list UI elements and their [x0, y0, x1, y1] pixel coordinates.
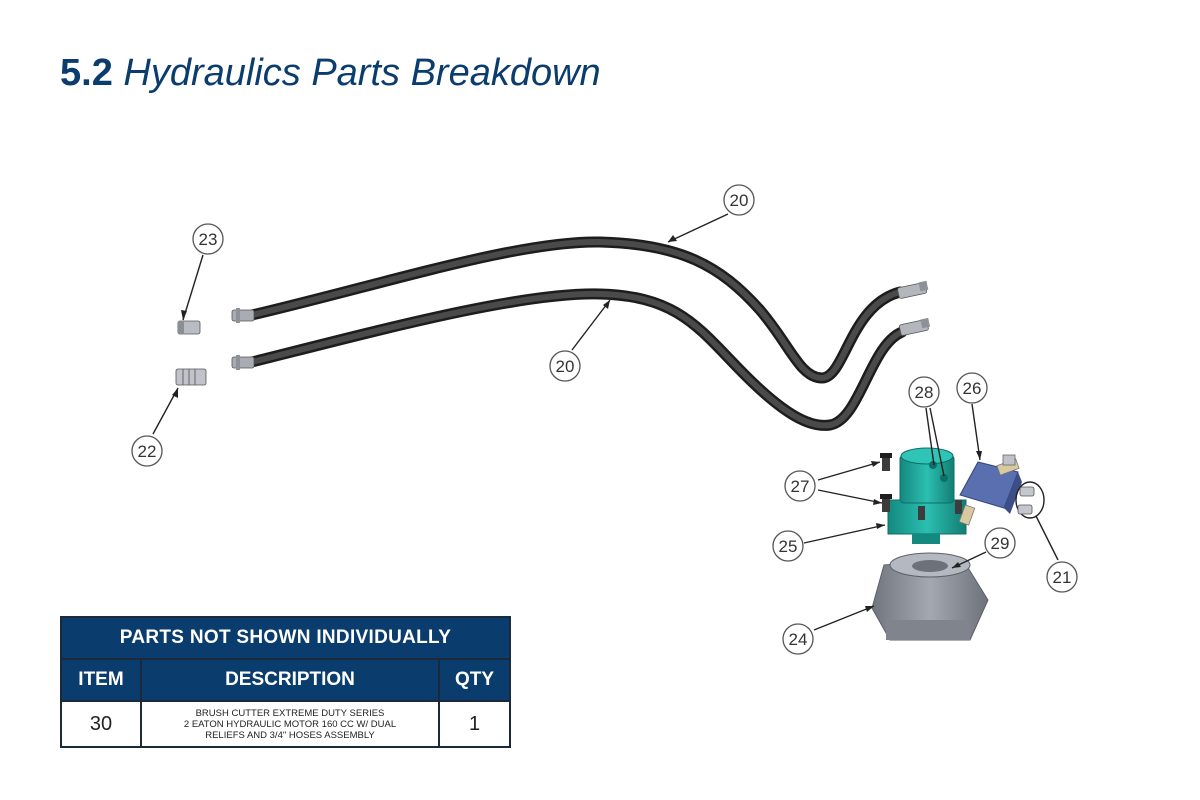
callout-23: 23: [192, 223, 224, 255]
item-number-cell: 30: [60, 700, 142, 748]
section-number: 5.2: [60, 52, 113, 94]
relief-valve-26: [958, 454, 1022, 526]
callout-27: 27: [784, 470, 816, 502]
hose-end-fitting-lower-right: [899, 317, 931, 336]
callout-26: 26: [956, 372, 988, 404]
column-header-qty: QTY: [438, 658, 511, 702]
svg-text:28: 28: [915, 383, 934, 402]
table-title: PARTS NOT SHOWN INDIVIDUALLY: [60, 616, 511, 660]
leader-lines: [152, 213, 1059, 631]
svg-text:22: 22: [138, 442, 157, 461]
hydraulic-motor-25: [887, 447, 967, 544]
fittings-21: [1015, 481, 1045, 519]
svg-text:29: 29: [991, 534, 1010, 553]
coupler-22: [175, 368, 207, 386]
callout-22: 22: [131, 435, 163, 467]
callout-29: 29: [984, 527, 1016, 559]
bolts-27: [880, 453, 962, 520]
column-header-item: ITEM: [60, 658, 142, 702]
svg-text:25: 25: [779, 537, 798, 556]
callout-25: 25: [772, 530, 804, 562]
coupler-23: [177, 320, 201, 335]
hose-upper: [246, 236, 906, 384]
svg-text:21: 21: [1053, 568, 1072, 587]
hose-end-fitting-lower-left: [231, 355, 255, 370]
qty-cell: 1: [438, 700, 511, 748]
description-line: RELIEFS AND 3/4" HOSES ASSEMBLY: [205, 729, 375, 741]
column-header-description: DESCRIPTION: [140, 658, 440, 702]
motor-mount-24: [871, 552, 989, 641]
svg-text:27: 27: [791, 477, 810, 496]
svg-text:26: 26: [963, 379, 982, 398]
svg-text:23: 23: [199, 230, 218, 249]
page-title: 5.2 Hydraulics Parts Breakdown: [60, 52, 601, 95]
section-title: Hydraulics Parts Breakdown: [123, 52, 601, 94]
svg-text:20: 20: [556, 357, 575, 376]
description-cell: BRUSH CUTTER EXTREME DUTY SERIES 2 EATON…: [140, 700, 440, 748]
description-line: 2 EATON HYDRAULIC MOTOR 160 CC W/ DUAL: [183, 718, 397, 730]
hose-lower: [246, 288, 908, 431]
parts-not-shown-table: PARTS NOT SHOWN INDIVIDUALLY ITEM DESCRI…: [60, 616, 511, 748]
callout-20-upper: 20: [723, 184, 755, 216]
hose-end-fitting-upper-right: [897, 280, 929, 299]
callout-24: 24: [782, 623, 814, 655]
svg-text:24: 24: [789, 630, 808, 649]
callout-20-lower: 20: [549, 350, 581, 382]
callout-21: 21: [1046, 561, 1078, 593]
table-row: 30 BRUSH CUTTER EXTREME DUTY SERIES 2 EA…: [60, 700, 511, 748]
description-line: BRUSH CUTTER EXTREME DUTY SERIES: [195, 707, 385, 719]
callout-28: 28: [908, 376, 940, 408]
hose-end-fitting-upper-left: [231, 308, 255, 323]
svg-text:20: 20: [730, 191, 749, 210]
